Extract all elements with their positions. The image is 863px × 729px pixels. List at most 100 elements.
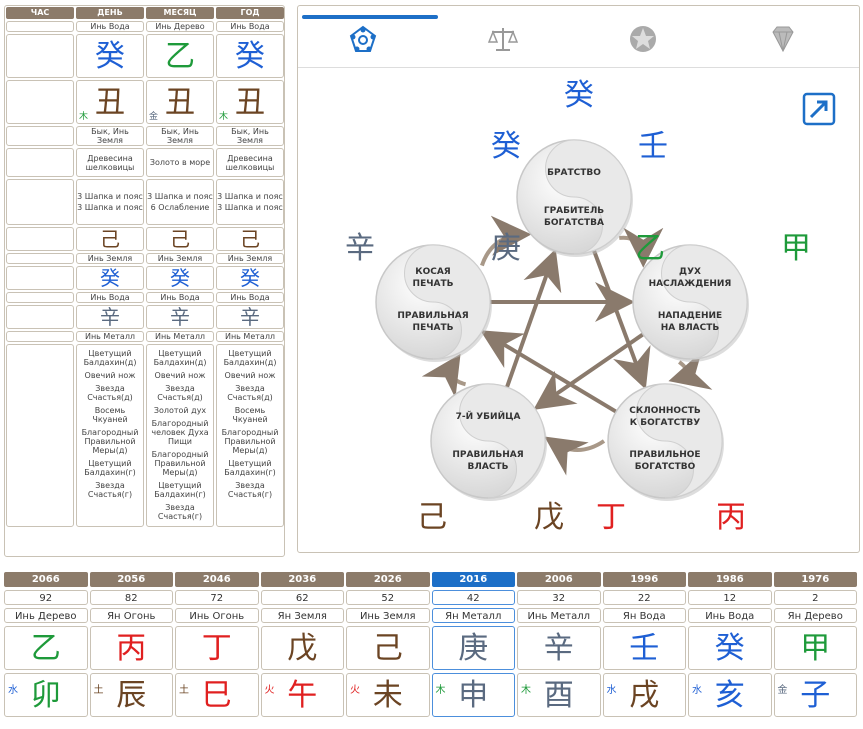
life-stage-item: 3 Шапка и пояс xyxy=(77,192,143,201)
luck-pillar-branch: 卯水 xyxy=(4,673,88,717)
tab-4[interactable] xyxy=(763,24,803,58)
star-item: Благородный Правильной Меры(д) xyxy=(221,428,279,455)
luck-pillar-year[interactable]: 1996 xyxy=(602,572,686,587)
view-tabs xyxy=(298,6,859,68)
star-item: Восемь Чкуаней xyxy=(232,406,268,424)
hidden-stem-element xyxy=(6,253,74,264)
column-header: ГОД xyxy=(216,7,284,19)
hidden-stem-cell: 己 xyxy=(76,227,144,251)
hidden-stem-cell: 辛 xyxy=(216,305,284,329)
star-item: Цветущий Балдахин(г) xyxy=(84,459,136,477)
luck-pillar-element: Ян Огонь xyxy=(89,608,173,623)
nayin-label: Древесина шелковицы xyxy=(76,148,144,177)
arrow-up-right-icon xyxy=(809,100,828,119)
hidden-element-glyph: 水 xyxy=(8,685,18,696)
column-header: ЧАС xyxy=(6,7,74,19)
star-item: Звезда Счастья(г) xyxy=(157,503,203,521)
luck-pillar-year[interactable]: 2056 xyxy=(89,572,173,587)
tab-3[interactable] xyxy=(623,24,663,58)
branch-description xyxy=(6,126,74,146)
life-stage-item: 3 Шапка и пояс xyxy=(217,192,283,201)
stem-glyph: 甲 xyxy=(781,231,811,266)
branch-glyph: 辰 xyxy=(116,678,147,713)
nayin-label xyxy=(6,148,74,177)
branch-glyph: 午 xyxy=(287,678,318,713)
life-stage-item: 3 Шапка и пояс xyxy=(147,192,213,201)
luck-pillar-year[interactable]: 2016 xyxy=(431,572,515,587)
luck-pillar-year[interactable]: 2006 xyxy=(517,572,601,587)
star-item: Цветущий Балдахин(д) xyxy=(223,349,277,367)
luck-pillar-element: Ян Вода xyxy=(602,608,686,623)
stem-element-label: Инь Вода xyxy=(216,21,284,32)
stem-glyph: 己 xyxy=(417,500,447,535)
luck-pillar-element: Инь Дерево xyxy=(4,608,88,623)
luck-pillar-branch: 酉木 xyxy=(517,673,601,717)
luck-pillar-stem: 己 xyxy=(346,626,430,670)
star-item: Благородный Правильной Меры(д) xyxy=(151,450,209,477)
branch-description: Бык, Инь Земля xyxy=(216,126,284,146)
hidden-element-glyph: 水 xyxy=(692,685,702,696)
life-stage-item: 3 Шапка и пояс xyxy=(217,203,283,212)
luck-pillar-element: Ян Дерево xyxy=(773,608,857,623)
hidden-element-glyph: 金 xyxy=(777,685,788,696)
hidden-stem-cell: 己 xyxy=(146,227,214,251)
luck-pillar-branch: 午火 xyxy=(260,673,344,717)
hidden-element-glyph: 土 xyxy=(179,685,189,696)
stem-element-label: Инь Вода xyxy=(76,21,144,32)
luck-pillar-year[interactable]: 2036 xyxy=(260,572,344,587)
luck-pillar-stem: 癸 xyxy=(688,626,772,670)
stem-glyph: 丙 xyxy=(716,500,746,535)
stem-glyph: 癸 xyxy=(491,129,521,164)
luck-pillar-age: 32 xyxy=(517,590,601,605)
column-header: МЕСЯЦ xyxy=(146,7,214,19)
luck-pillar-year[interactable]: 1986 xyxy=(688,572,772,587)
luck-pillar-age: 72 xyxy=(175,590,259,605)
generating-arrow xyxy=(619,227,664,268)
branch-glyph: 卯 xyxy=(30,678,61,713)
hidden-stem-cell: 癸 xyxy=(216,266,284,290)
hidden-element-glyph: 木 xyxy=(435,685,446,696)
pentagram-circle-icon xyxy=(627,24,659,58)
luck-pillar-stem: 庚 xyxy=(431,626,515,670)
luck-pillar-year[interactable]: 2046 xyxy=(175,572,259,587)
hidden-stem-element: Инь Вода xyxy=(216,292,284,303)
star-item: Цветущий Балдахин(г) xyxy=(154,481,206,499)
luck-pillar-year[interactable]: 2026 xyxy=(346,572,430,587)
tab-1[interactable] xyxy=(343,24,383,58)
heavenly-stem-cell: 乙 xyxy=(146,34,214,78)
expand-button[interactable] xyxy=(802,92,836,126)
branch-glyph: 戌 xyxy=(629,678,660,713)
symbolic-stars-cell xyxy=(6,344,74,527)
controlling-arrow xyxy=(480,330,618,414)
hidden-stem-element: Инь Земля xyxy=(216,253,284,264)
luck-pillar-year[interactable]: 1976 xyxy=(773,572,857,587)
tab-2[interactable] xyxy=(483,24,523,58)
pentagon-flower-icon xyxy=(347,24,379,58)
star-item: Звезда Счастья(д) xyxy=(87,384,133,402)
luck-pillar-year[interactable]: 2066 xyxy=(4,572,88,587)
hidden-element-glyph: 火 xyxy=(350,685,360,696)
hidden-stem-cell xyxy=(6,305,74,329)
nayin-label: Древесина шелковицы xyxy=(216,148,284,177)
luck-pillar-element: Инь Вода xyxy=(688,608,772,623)
star-item: Благородный Правильной Меры(д) xyxy=(81,428,139,455)
column-header: ДЕНЬ xyxy=(76,7,144,19)
ten-god-label: 7-Й УБИЙЦА xyxy=(456,410,521,422)
luck-pillar-branch: 戌水 xyxy=(602,673,686,717)
generating-arrow xyxy=(668,351,713,390)
luck-pillar-age: 82 xyxy=(89,590,173,605)
ten-god-label: БРАТСТВО xyxy=(547,168,601,178)
stem-glyph: 丁 xyxy=(596,500,626,535)
earthly-branch-cell: 丑木 xyxy=(216,80,284,124)
